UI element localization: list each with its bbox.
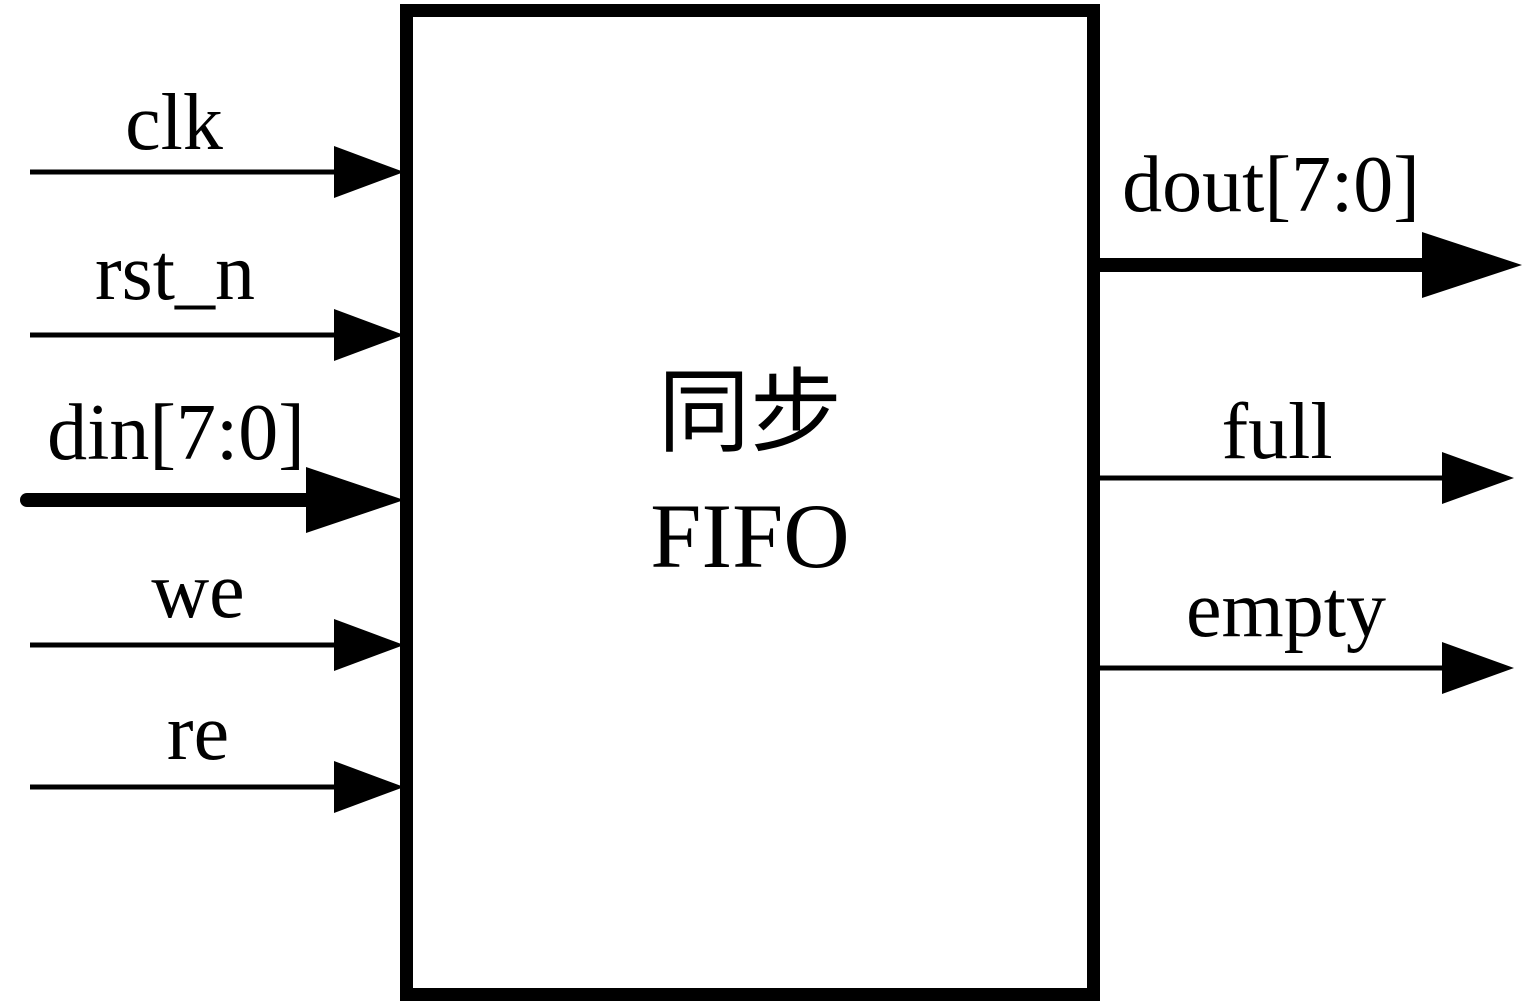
output-arrow-empty bbox=[1092, 642, 1514, 694]
output-arrow-full bbox=[1092, 452, 1514, 504]
fifo-title-line2: FIFO bbox=[650, 485, 850, 587]
input-label-clk: clk bbox=[125, 79, 223, 167]
input-arrow-din bbox=[20, 467, 404, 533]
rst-n-arrowhead-icon bbox=[334, 309, 404, 361]
re-arrowhead-icon bbox=[334, 761, 404, 813]
dout-arrowhead-icon bbox=[1422, 232, 1522, 298]
clk-arrowhead-icon bbox=[334, 146, 404, 198]
input-label-rst-n: rst_n bbox=[95, 229, 255, 317]
output-label-full: full bbox=[1221, 388, 1333, 476]
input-arrow-we bbox=[30, 619, 404, 671]
input-arrow-re bbox=[30, 761, 404, 813]
output-arrow-dout bbox=[1092, 232, 1522, 298]
fifo-block bbox=[400, 4, 1100, 1001]
input-label-din: din[7:0] bbox=[47, 389, 305, 477]
fifo-block-title: 同步 FIFO bbox=[400, 352, 1100, 598]
empty-arrowhead-icon bbox=[1442, 642, 1514, 694]
input-arrow-clk bbox=[30, 146, 404, 198]
input-label-re: re bbox=[166, 689, 230, 777]
fifo-title-line1: 同步 bbox=[657, 362, 842, 464]
din-arrowhead-icon bbox=[306, 467, 404, 533]
output-label-empty: empty bbox=[1186, 566, 1386, 654]
full-arrowhead-icon bbox=[1442, 452, 1514, 504]
output-label-dout: dout[7:0] bbox=[1122, 141, 1420, 229]
input-arrow-rst-n bbox=[30, 309, 404, 361]
we-arrowhead-icon bbox=[334, 619, 404, 671]
input-label-we: we bbox=[151, 547, 245, 635]
